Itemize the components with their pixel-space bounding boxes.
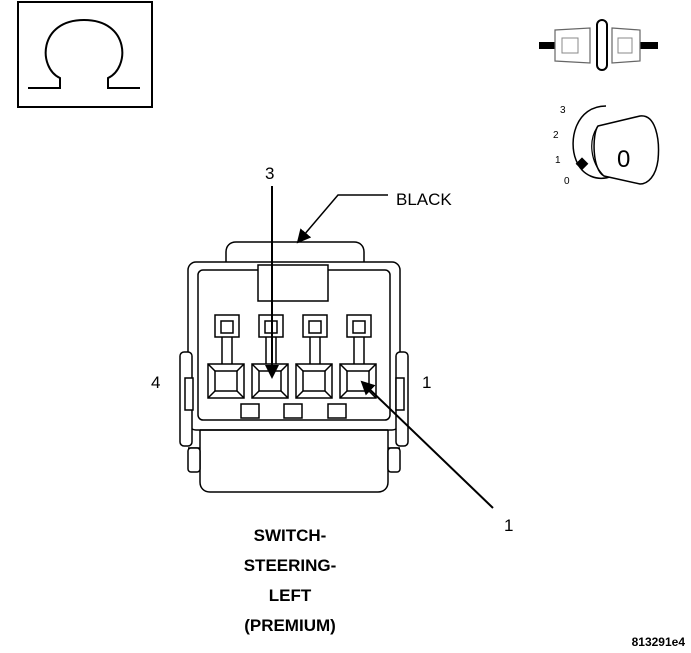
caption-line-4: (PREMIUM) (244, 616, 336, 635)
pin-4-label: 4 (151, 373, 160, 392)
figure-id: 813291e4 (631, 635, 685, 649)
leader-lines (265, 186, 494, 509)
black-color-label: BLACK (396, 190, 452, 209)
key-position-0: 0 (564, 176, 570, 187)
black-leader-line (296, 194, 388, 244)
ignition-key-icon: 3 2 1 0 0 (553, 105, 660, 187)
key-position-3: 3 (560, 105, 566, 116)
caption-line-2: STEERING- (243, 556, 337, 575)
terminal-4 (207, 314, 245, 399)
pin-3-label: 3 (265, 164, 274, 183)
key-position-1: 1 (555, 155, 561, 166)
pin-1-callout-label: 1 (504, 516, 513, 535)
pin-1-leader-line (360, 380, 494, 509)
connector-caption: SWITCH- STEERING- LEFT (PREMIUM) (200, 521, 380, 641)
connector-symbol-icon (539, 19, 658, 71)
terminal-2 (295, 314, 333, 399)
key-label: 0 (617, 146, 630, 173)
key-position-2: 2 (553, 130, 559, 141)
pin-1-side-label: 1 (422, 373, 431, 392)
caption-line-1: SWITCH- (253, 526, 327, 545)
ohm-symbol-icon (17, 1, 153, 108)
caption-line-3: LEFT (268, 586, 312, 605)
